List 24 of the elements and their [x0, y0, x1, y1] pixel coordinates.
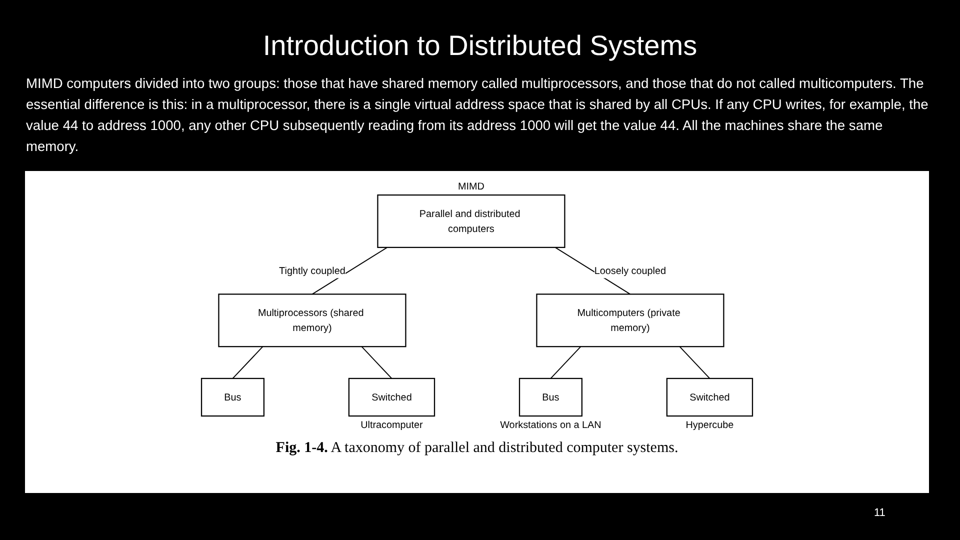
- node-box: [200, 378, 264, 417]
- page-number: 11: [874, 507, 886, 519]
- edge-label: Loosely coupled: [594, 264, 666, 276]
- node-box: [377, 194, 566, 248]
- connector: [679, 346, 710, 379]
- node-caption: MIMD: [458, 181, 484, 192]
- body-text: MIMD computers divided into two groups: those that have shared memory called multiprocessors, and those that do not called multicomputers. The essential difference is this: in a multiprocessor, there is a single virtual address space that is shared by all CPUs. If any CPU writes, for example, the value 44 to address 1000, any other CPU subsequently reading from its address 1000 will get the value 44. All the machines share the same memory.: [26, 75, 930, 156]
- edge-label: Tightly coupled: [279, 264, 346, 276]
- connector: [312, 246, 388, 295]
- node-box: [218, 294, 406, 348]
- node-box: [348, 378, 436, 417]
- connector: [232, 346, 264, 379]
- node-caption: Ultracomputer: [360, 420, 423, 432]
- connector: [550, 346, 582, 379]
- figure-panel: Tightly coupled Loosely coupled Parallel and distributed computers Multiprocessors (shared memory) Multicomputers (private memory) Bus Switched Bus Switched MIMD Ultracomputer Workstations on a LAN Hypercube Fig. 1-4. A taxonomy of parallel and distributed computer systems.: [25, 171, 929, 493]
- figure-caption: Fig. 1-4. A taxonomy of parallel and distributed computer systems.: [276, 440, 678, 456]
- node-caption: Workstations on a LAN: [500, 420, 602, 432]
- connector: [361, 346, 392, 379]
- node-box: [536, 294, 724, 348]
- connector: [554, 246, 631, 295]
- node-box: [666, 378, 754, 417]
- slide-title: Introduction to Distributed Systems: [262, 30, 698, 61]
- node-caption: Hypercube: [686, 420, 734, 432]
- node-box: [518, 378, 582, 417]
